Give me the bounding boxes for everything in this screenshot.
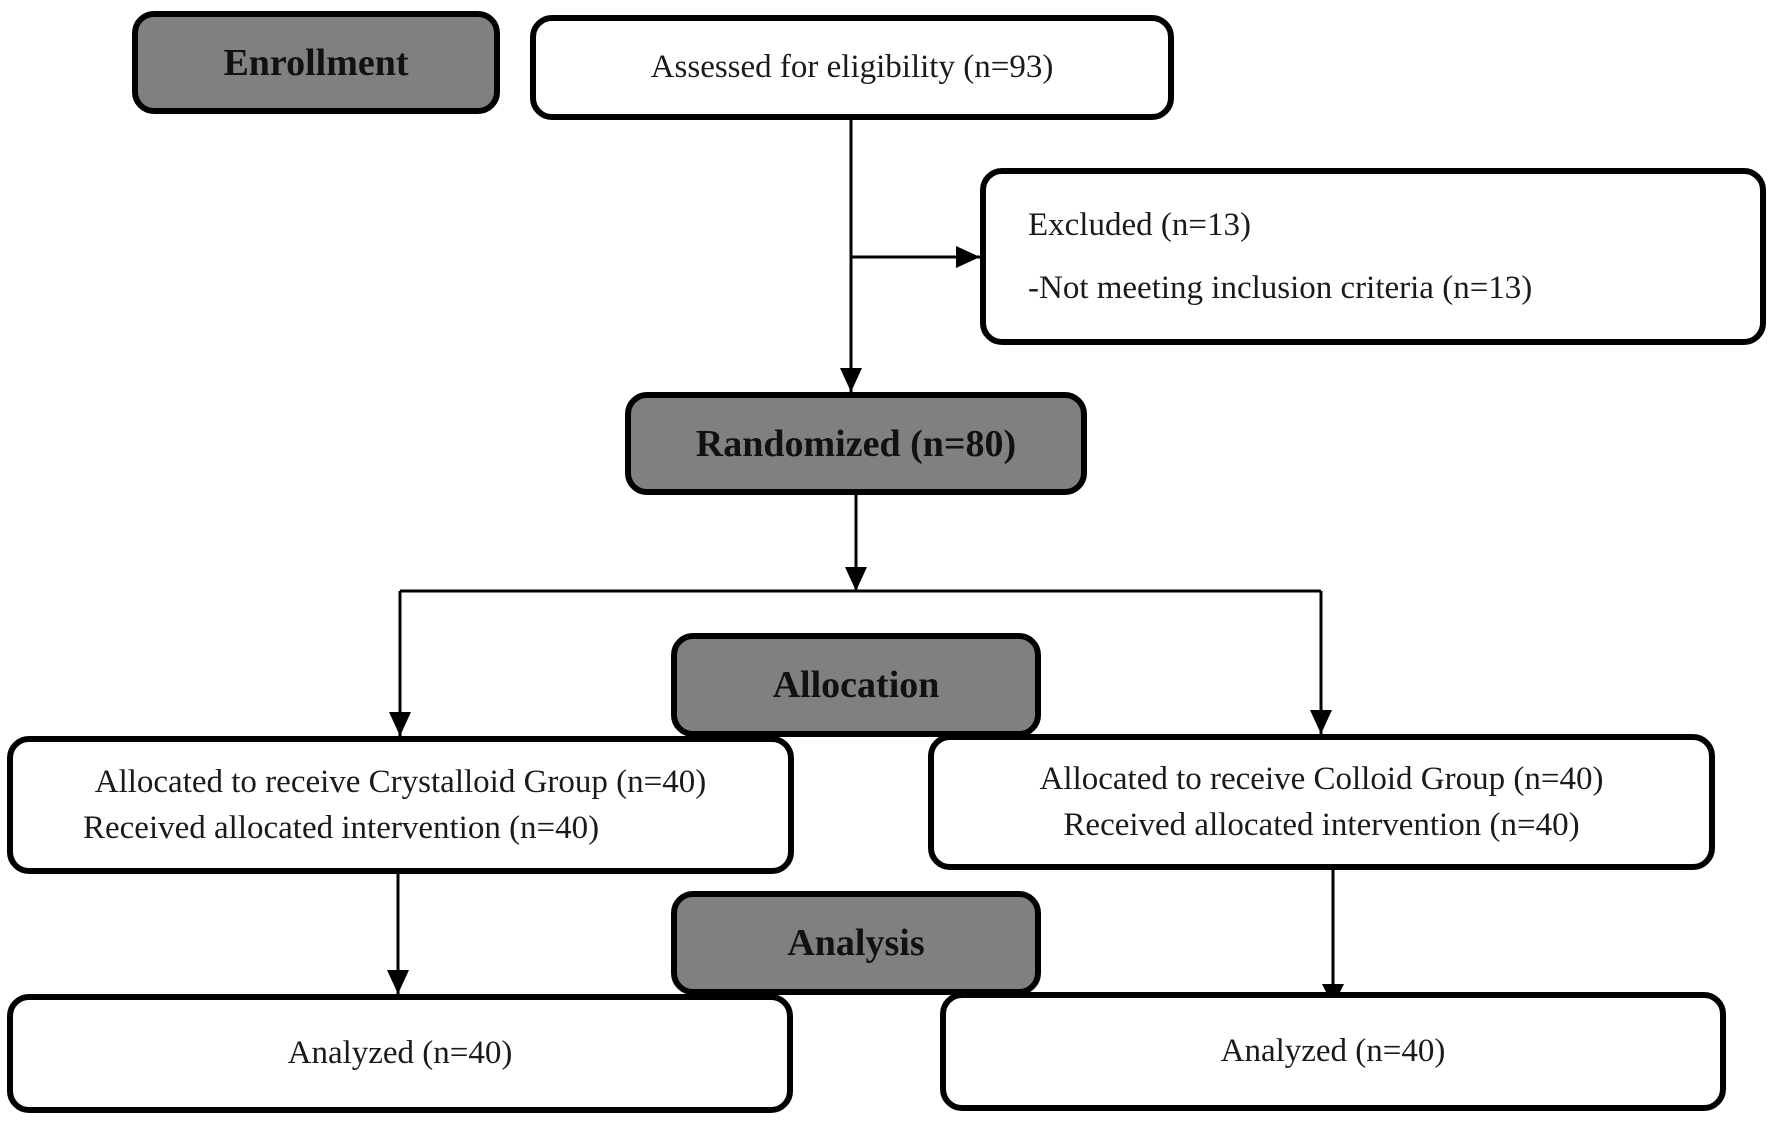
excluded-title: Excluded (n=13) bbox=[1028, 206, 1251, 243]
arrowhead-analyzed-left bbox=[387, 970, 409, 994]
excluded-box: Excluded (n=13) -Not meeting inclusion c… bbox=[980, 168, 1766, 345]
crystalloid-allocated: Allocated to receive Crystalloid Group (… bbox=[94, 763, 707, 800]
colloid-analyzed: Analyzed (n=40) bbox=[1220, 1033, 1446, 1070]
enrollment-phase-box: Enrollment bbox=[132, 11, 500, 114]
colloid-allocated: Allocated to receive Colloid Group (n=40… bbox=[1039, 760, 1604, 797]
arrowhead-crystalloid bbox=[389, 712, 411, 736]
colloid-received: Received allocated intervention (n=40) bbox=[1063, 807, 1580, 843]
crystalloid-allocation-box: Allocated to receive Crystalloid Group (… bbox=[7, 736, 794, 874]
arrowhead-randomized bbox=[840, 368, 862, 392]
colloid-analyzed-box: Analyzed (n=40) bbox=[940, 992, 1726, 1111]
enrollment-label: Enrollment bbox=[223, 41, 409, 84]
analysis-phase-box: Analysis bbox=[671, 891, 1041, 995]
randomized-label: Randomized (n=80) bbox=[695, 422, 1017, 465]
allocation-phase-box: Allocation bbox=[671, 633, 1041, 737]
randomized-phase-box: Randomized (n=80) bbox=[625, 392, 1087, 495]
allocation-label: Allocation bbox=[772, 664, 940, 706]
crystalloid-received: Received allocated intervention (n=40) bbox=[83, 810, 600, 846]
arrowhead-split bbox=[845, 567, 867, 591]
arrowhead-colloid bbox=[1310, 710, 1332, 734]
assessed-label: Assessed for eligibility (n=93) bbox=[650, 49, 1054, 86]
colloid-allocation-box: Allocated to receive Colloid Group (n=40… bbox=[928, 734, 1715, 870]
analysis-label: Analysis bbox=[787, 922, 925, 964]
crystalloid-analyzed: Analyzed (n=40) bbox=[287, 1035, 513, 1072]
assessed-box: Assessed for eligibility (n=93) bbox=[530, 15, 1174, 120]
arrowhead-excluded bbox=[956, 246, 980, 268]
crystalloid-analyzed-box: Analyzed (n=40) bbox=[7, 994, 793, 1113]
excluded-reason: -Not meeting inclusion criteria (n=13) bbox=[1028, 269, 1533, 306]
